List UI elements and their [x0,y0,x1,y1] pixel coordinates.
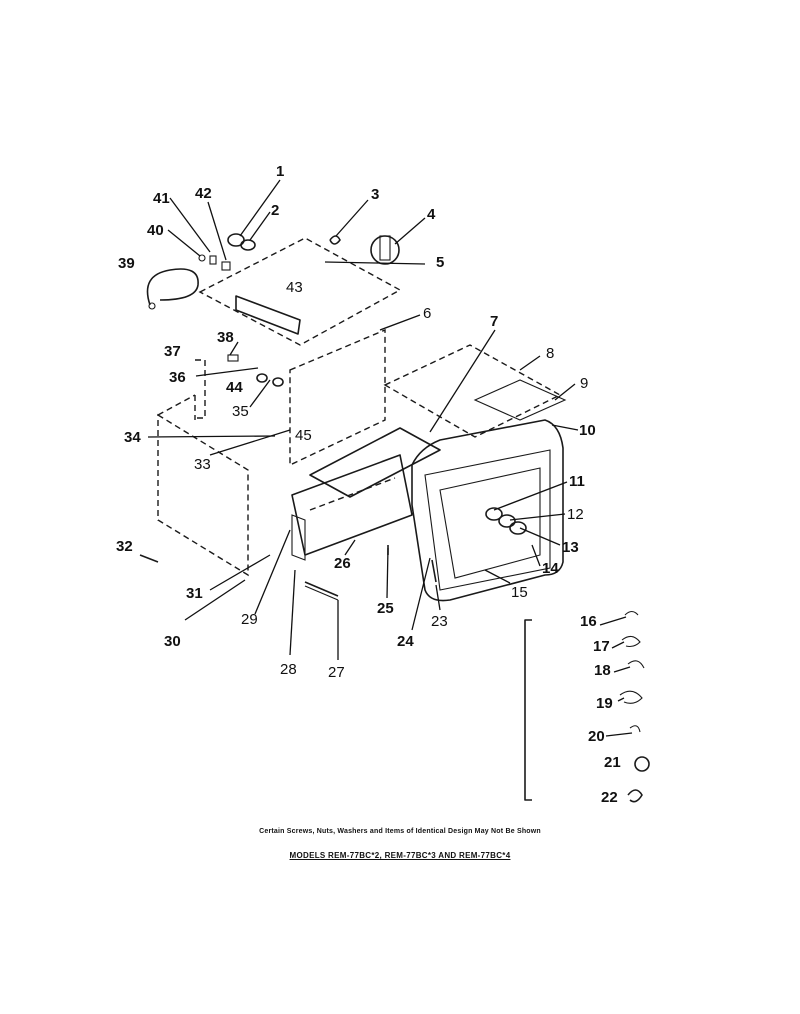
callout-18: 18 [594,662,611,679]
callout-23: 23 [431,613,448,630]
callout-39: 39 [118,255,135,272]
part-drawings [139,233,650,803]
mounting-bracket [195,359,206,419]
ring-seal [485,507,503,521]
ring-gasket [498,514,516,528]
side-panel [289,328,386,467]
callout-42: 42 [195,185,212,202]
callout-25: 25 [377,600,394,617]
callout-11: 11 [569,473,585,490]
callout-4: 4 [427,206,436,223]
callout-34: 34 [124,429,141,446]
callout-5: 5 [436,254,444,271]
callout-40: 40 [147,222,164,239]
drain-hose [146,268,199,306]
callout-28: 28 [280,661,297,678]
footnote-caption: Certain Screws, Nuts, Washers and Items … [259,828,541,835]
callout-8: 8 [546,345,554,362]
callout-43: 43 [286,279,303,296]
callout-41: 41 [153,190,170,207]
callout-19: 19 [596,695,613,712]
callout-36: 36 [169,369,186,386]
front-bracket [291,514,306,561]
callout-16: 16 [580,613,597,630]
callout-45: 45 [295,427,312,444]
bracket [473,379,567,421]
callout-12: 12 [567,506,584,523]
drain-pan [291,454,413,556]
callout-35: 35 [232,403,249,420]
top-shelf [383,344,562,438]
callout-29: 29 [241,611,258,628]
callout-15: 15 [511,584,528,601]
callout-labels: 1 2 3 4 5 6 7 8 9 10 11 12 13 14 15 16 1… [116,163,621,806]
callout-1: 1 [276,163,284,180]
callout-37: 37 [164,343,181,360]
callout-22: 22 [601,789,618,806]
callout-21: 21 [604,754,621,771]
model-numbers: MODELS REM-77BC*2, REM-77BC*3 AND REM-77… [289,851,511,860]
callout-33: 33 [194,456,211,473]
callout-13: 13 [562,539,579,556]
callout-44: 44 [226,379,243,396]
callout-24: 24 [397,633,414,650]
callout-38: 38 [217,329,234,346]
callout-27: 27 [328,664,345,681]
callout-3: 3 [371,186,379,203]
callout-7: 7 [490,313,498,330]
callout-26: 26 [334,555,351,572]
evaporator-housing [411,419,564,602]
clip [329,235,341,245]
kit-bracket [524,619,532,801]
ring-nut [509,521,527,535]
callout-14: 14 [542,560,559,577]
callout-32: 32 [116,538,133,555]
cover-plate [235,295,301,335]
base-tray [309,427,441,498]
leader-lines [147,179,633,737]
callout-2: 2 [271,202,279,219]
callout-10: 10 [579,422,596,439]
rod [304,581,339,597]
callout-20: 20 [588,728,605,745]
callout-9: 9 [580,375,588,392]
callout-30: 30 [164,633,181,650]
callout-31: 31 [186,585,203,602]
callout-17: 17 [593,638,610,655]
left-outer-panel [157,413,249,577]
callout-6: 6 [423,305,431,322]
capacitor [227,233,245,247]
